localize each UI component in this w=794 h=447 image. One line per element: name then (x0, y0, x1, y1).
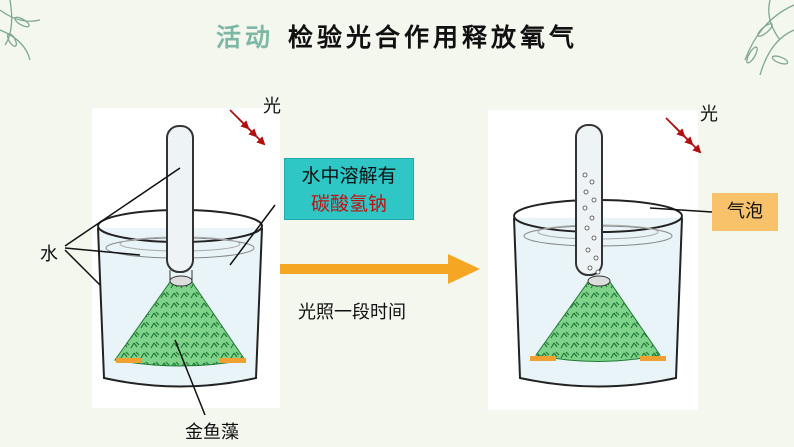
sodium-bicarbonate-callout: 水中溶解有 碳酸氢钠 (284, 158, 414, 220)
callout-line1: 水中溶解有 (301, 165, 397, 187)
right-beaker (513, 124, 683, 388)
right-light-rays-icon (665, 117, 702, 154)
left-light-label: 光 (263, 96, 281, 117)
test-tube-right (575, 124, 603, 276)
plant-label: 金鱼藻 (185, 422, 239, 443)
left-leader-lines (64, 167, 276, 416)
leaf-decoration-top-left (0, 0, 41, 61)
bubbles-leader-line (649, 207, 713, 213)
title-text: 检验光合作用释放氧气 (288, 23, 579, 52)
leaf-decoration-top-right (744, 0, 794, 76)
right-light-label: 光 (700, 104, 718, 125)
water-label: 水 (40, 244, 58, 265)
test-tube (166, 125, 194, 273)
left-light-rays-icon (229, 109, 266, 146)
activity-label: 活动 (215, 23, 274, 52)
page-title: 活动检验光合作用释放氧气 (0, 18, 794, 54)
bubbles-icon (582, 172, 601, 275)
callout-line2: 碳酸氢钠 (310, 193, 387, 215)
bubbles-callout: 气泡 (712, 193, 778, 231)
transition-arrow-icon (280, 254, 480, 284)
left-beaker (97, 125, 263, 388)
transition-label: 光照一段时间 (298, 302, 406, 323)
